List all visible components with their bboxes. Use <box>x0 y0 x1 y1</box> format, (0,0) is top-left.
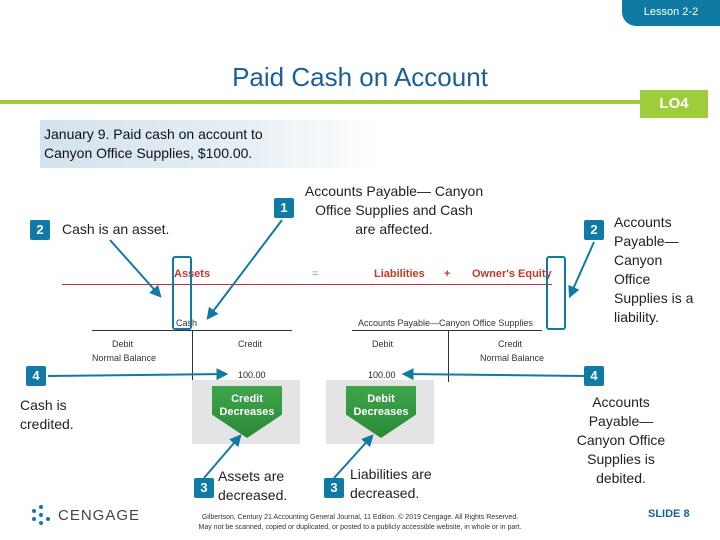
step-3-left-text: Assets are decreased. <box>218 468 288 503</box>
copyright-line-2: May not be scanned, copied or duplicated… <box>198 524 522 531</box>
cengage-logo-text: CENGAGE <box>58 506 141 524</box>
step-4-left-text: Cash is credited. <box>20 397 74 432</box>
ap-bracket <box>546 256 566 330</box>
ap-t-bar <box>352 330 542 331</box>
step-4-right-badge: 4 <box>584 366 604 386</box>
equation-equals: = <box>312 268 319 280</box>
arrow-step-2-left-to-assets <box>109 239 162 298</box>
step-1-badge: 1 <box>274 198 294 218</box>
cash-normal-balance-label: Normal Balance <box>92 353 157 363</box>
ap-t-stem <box>448 330 449 382</box>
ap-account-label: Accounts Payable—Canyon Office Supplies <box>358 318 533 328</box>
step-2-left-badge: 2 <box>30 220 50 240</box>
equation-liabilities: Liabilities <box>374 268 425 280</box>
title-rule <box>0 100 640 104</box>
slide-title: Paid Cash on Account <box>232 62 488 92</box>
lesson-tab: Lesson 2-2 <box>622 0 720 26</box>
accounting-equation: Assets = Liabilities + Owner's Equity Ca… <box>62 262 552 382</box>
cash-credit-amount: 100.00 <box>238 370 266 380</box>
cash-bracket <box>172 256 192 330</box>
step-4-left-badge: 4 <box>26 366 46 386</box>
step-3-left-badge: 3 <box>194 478 214 498</box>
copyright-line-1: Gilbertson, Century 21 Accounting Genera… <box>201 514 519 521</box>
slide-number: SLIDE 8 <box>648 508 690 520</box>
arrow-step-4-right-to-ap-debit <box>401 368 585 381</box>
cash-account-label: Cash <box>176 318 198 328</box>
step-1-text: Accounts Payable— Canyon Office Supplies… <box>304 183 484 237</box>
arrow-step-4-left-to-cash-credit <box>47 368 229 381</box>
step-3-right-badge: 3 <box>324 478 344 498</box>
step-2-left-text: Cash is an asset. <box>62 221 170 237</box>
equation-plus: + <box>444 268 451 280</box>
arrow-step-3-left-to-credit-chevron <box>203 434 242 479</box>
cash-credit-label: Credit <box>238 339 263 349</box>
arrow-step-1-to-cash <box>206 219 283 320</box>
copyright-footer: Gilbertson, Century 21 Accounting Genera… <box>150 513 570 533</box>
ap-credit-label: Credit <box>498 339 523 349</box>
equation-owners-equity: Owner's Equity <box>472 268 552 280</box>
ap-debit-label: Debit <box>372 339 394 349</box>
transaction-line-1: January 9. Paid cash on account to <box>44 126 263 142</box>
cengage-logo-icon <box>32 505 50 525</box>
cengage-logo: CENGAGE <box>30 504 140 526</box>
transaction-line-2: Canyon Office Supplies, $100.00. <box>44 145 253 161</box>
transaction-text: January 9. Paid cash on account to Canyo… <box>44 125 344 163</box>
equation-rule <box>62 284 552 285</box>
cash-t-stem <box>192 330 193 382</box>
equation-assets: Assets <box>174 268 211 280</box>
lo-badge: LO4 <box>640 90 708 118</box>
arrow-step-3-right-to-debit-chevron <box>333 434 374 479</box>
step-3-right-text: Liabilities are decreased. <box>350 466 432 501</box>
cash-debit-label: Debit <box>112 339 134 349</box>
step-2-right-badge: 2 <box>584 220 604 240</box>
step-4-right-text: Accounts Payable— Canyon Office Supplies… <box>576 394 666 486</box>
ap-debit-amount: 100.00 <box>368 370 396 380</box>
step-2-right-text: Accounts Payable— Canyon Office Supplies… <box>614 214 694 325</box>
ap-normal-balance-label: Normal Balance <box>480 353 545 363</box>
arrow-step-2-right-to-liabilities <box>568 241 595 299</box>
transaction-box <box>40 120 380 168</box>
